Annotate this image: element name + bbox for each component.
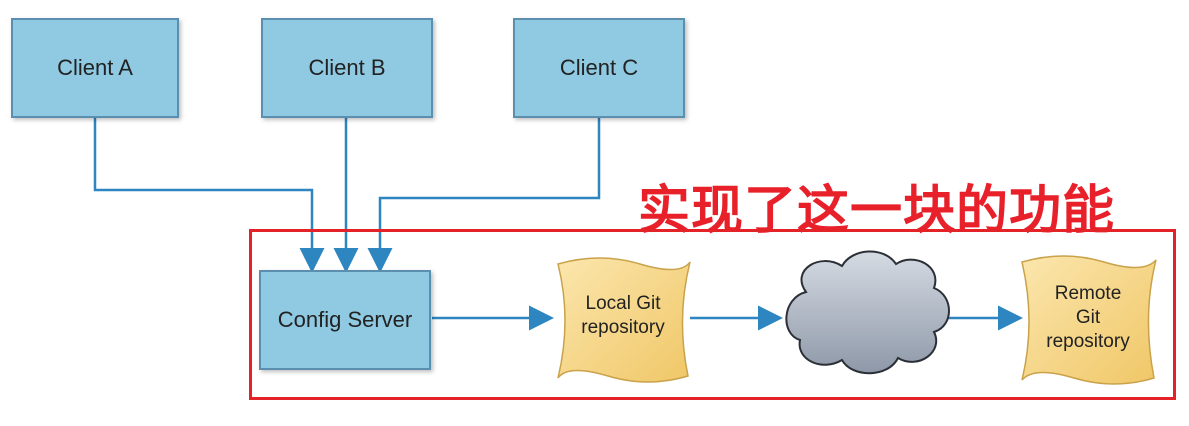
client-a-label: Client A bbox=[57, 55, 133, 80]
local-repo-label: Local Git repository bbox=[558, 292, 688, 340]
scope-highlight-box bbox=[249, 229, 1176, 400]
client-c-label: Client C bbox=[559, 55, 639, 80]
local-repo-line2: repository bbox=[581, 317, 665, 338]
remote-repo-line2: Git bbox=[1075, 307, 1101, 328]
config-server-label: Config Server bbox=[277, 307, 413, 332]
cloud-icon bbox=[785, 250, 950, 375]
client-b-box: Client B bbox=[261, 18, 433, 118]
client-b-label: Client B bbox=[308, 55, 386, 80]
local-repo-line1: Local Git bbox=[585, 293, 661, 314]
remote-repo-line3: repository bbox=[1046, 331, 1130, 352]
connector-client-c bbox=[367, 117, 601, 273]
config-server-box: Config Server bbox=[259, 270, 431, 370]
remote-repo-label: Remote Git repository bbox=[1022, 282, 1154, 354]
client-c-box: Client C bbox=[513, 18, 685, 118]
remote-repo-line1: Remote bbox=[1054, 283, 1122, 304]
local-repo-shape bbox=[557, 257, 691, 383]
remote-repo-shape bbox=[1021, 255, 1157, 385]
client-a-box: Client A bbox=[11, 18, 179, 118]
